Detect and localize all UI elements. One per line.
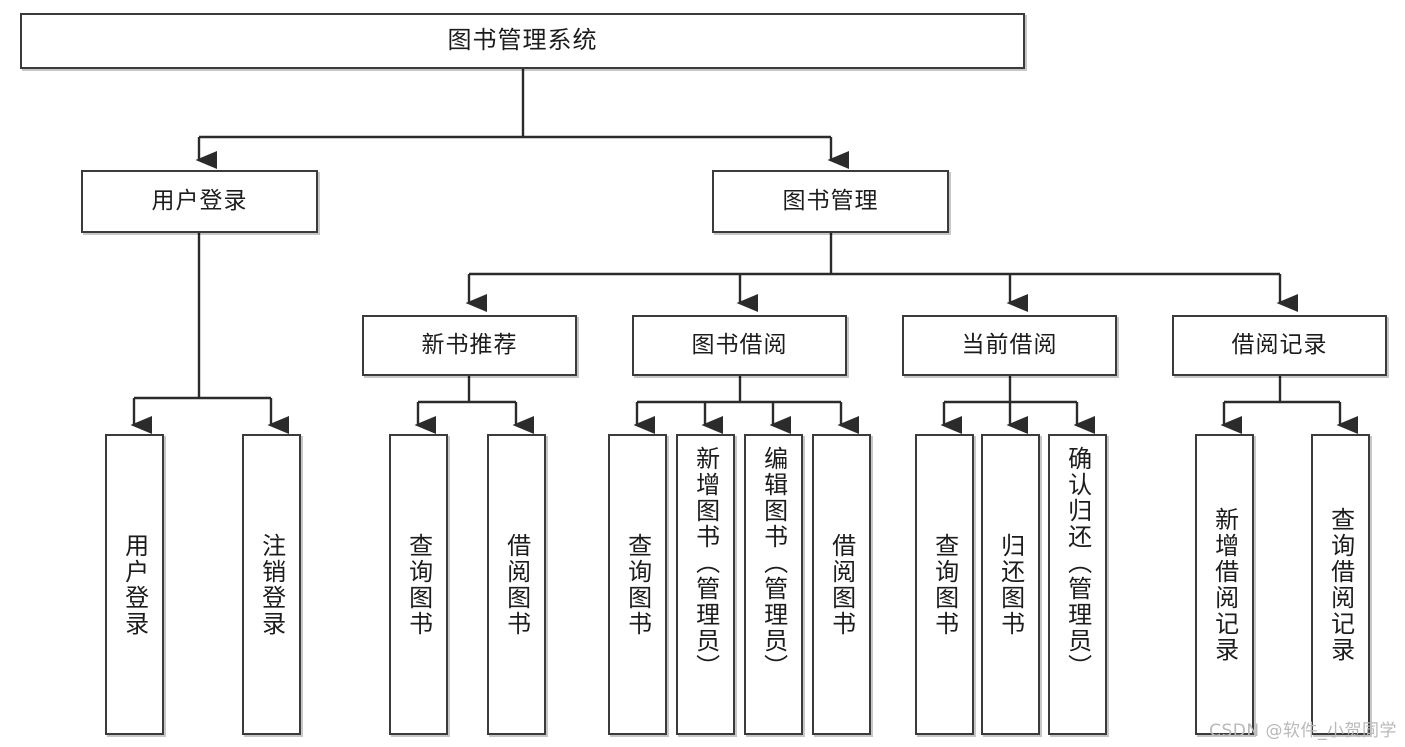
node-label: 查询图书 bbox=[404, 532, 433, 637]
csdn-watermark: CSDN @软件_小贺同学 bbox=[1209, 721, 1397, 741]
node-label: 注销登录 bbox=[257, 532, 286, 637]
node-label: 新增借阅记录 bbox=[1210, 506, 1239, 663]
leaf-book-borrow-borrow[interactable]: 借阅图书 bbox=[812, 434, 871, 735]
node-user-login[interactable]: 用户登录 bbox=[81, 170, 318, 233]
leaf-new-book-search[interactable]: 查询图书 bbox=[389, 434, 448, 735]
leaf-book-borrow-edit-admin[interactable]: 编辑图书（管理员） bbox=[744, 434, 803, 735]
node-label: 新书推荐 bbox=[421, 332, 518, 359]
leaf-current-borrow-search[interactable]: 查询图书 bbox=[915, 434, 974, 735]
leaf-borrow-record-search[interactable]: 查询借阅记录 bbox=[1311, 434, 1370, 735]
leaf-book-borrow-search[interactable]: 查询图书 bbox=[608, 434, 667, 735]
node-book-management[interactable]: 图书管理 bbox=[712, 170, 949, 233]
leaf-user-login-logout[interactable]: 注销登录 bbox=[242, 434, 301, 735]
node-label: 归还图书 bbox=[996, 532, 1025, 637]
node-root-library-system[interactable]: 图书管理系统 bbox=[20, 13, 1025, 69]
node-label: 用户登录 bbox=[120, 532, 149, 637]
leaf-borrow-record-add[interactable]: 新增借阅记录 bbox=[1195, 434, 1254, 735]
node-label: 借阅记录 bbox=[1231, 332, 1328, 359]
leaf-new-book-borrow[interactable]: 借阅图书 bbox=[487, 434, 546, 735]
node-label: 确认归还（管理员） bbox=[1063, 446, 1092, 680]
node-label: 查询借阅记录 bbox=[1326, 506, 1355, 663]
node-new-book-recommend[interactable]: 新书推荐 bbox=[362, 315, 577, 376]
node-label: 图书借阅 bbox=[691, 332, 788, 359]
node-label: 用户登录 bbox=[151, 188, 248, 215]
node-borrow-record[interactable]: 借阅记录 bbox=[1172, 315, 1387, 376]
node-current-borrow[interactable]: 当前借阅 bbox=[902, 315, 1117, 376]
node-label: 当前借阅 bbox=[961, 332, 1058, 359]
leaf-book-borrow-add-admin[interactable]: 新增图书（管理员） bbox=[676, 434, 735, 735]
node-label: 图书管理系统 bbox=[447, 26, 598, 55]
node-label: 借阅图书 bbox=[502, 532, 531, 637]
node-label: 图书管理 bbox=[782, 188, 879, 215]
node-label: 编辑图书（管理员） bbox=[759, 446, 788, 680]
node-label: 借阅图书 bbox=[827, 532, 856, 637]
leaf-user-login-login[interactable]: 用户登录 bbox=[105, 434, 164, 735]
node-label: 新增图书（管理员） bbox=[691, 446, 720, 680]
leaf-current-borrow-confirm-admin[interactable]: 确认归还（管理员） bbox=[1048, 434, 1107, 735]
node-label: 查询图书 bbox=[930, 532, 959, 637]
node-book-borrow[interactable]: 图书借阅 bbox=[632, 315, 847, 376]
node-label: 查询图书 bbox=[623, 532, 652, 637]
leaf-current-borrow-return[interactable]: 归还图书 bbox=[981, 434, 1040, 735]
